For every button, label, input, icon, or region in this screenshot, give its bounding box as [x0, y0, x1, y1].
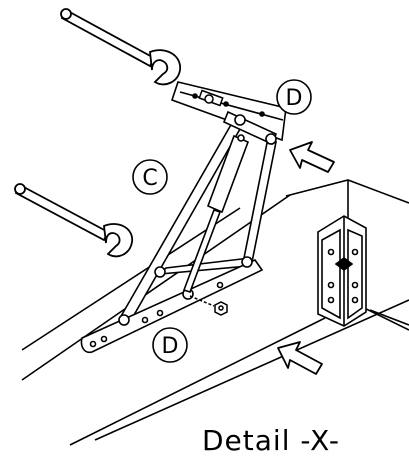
panel-top-inner-edge [21, 207, 241, 351]
floor-edge-1 [69, 317, 326, 446]
gas-spring-icon [182, 134, 250, 294]
wrench-icon [14, 183, 133, 258]
label-d-lower: D [152, 327, 188, 363]
long-arm [118, 114, 246, 324]
floor-edge-3 [369, 309, 409, 326]
base-plate [80, 258, 264, 354]
panel-top-edge [21, 194, 291, 381]
corner-bracket-icon [317, 215, 367, 327]
floor-edge-2 [94, 299, 409, 441]
nut-icon [189, 295, 228, 316]
second-arm [243, 136, 277, 264]
label-c-text: C [142, 166, 157, 191]
hinge-arm-icon [80, 110, 278, 354]
bolt-icon [198, 89, 224, 107]
label-d-upper-text: D [286, 86, 303, 111]
arrow-icon [277, 341, 323, 375]
label-d-upper: D [276, 79, 312, 115]
box-frame [21, 179, 409, 446]
arrow-icon [289, 141, 335, 173]
label-d-lower-text: D [162, 334, 179, 359]
detail-caption: Detail -X- [202, 424, 340, 457]
wrench-icon [60, 8, 181, 86]
label-c: C [132, 159, 168, 195]
